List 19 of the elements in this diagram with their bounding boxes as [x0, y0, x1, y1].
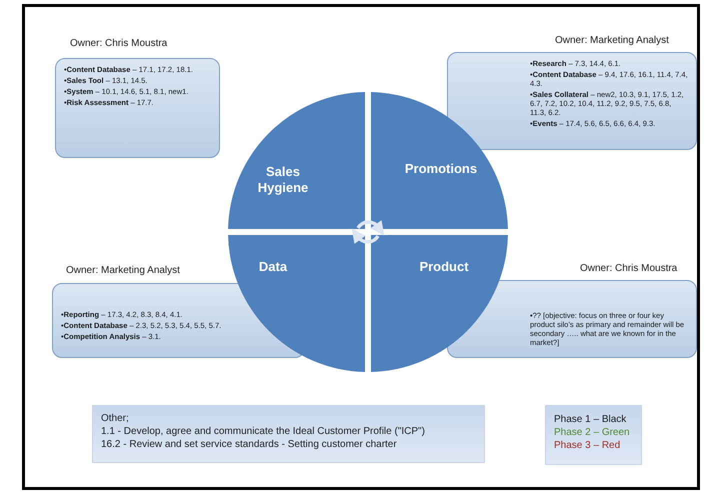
owner-label: Owner: Chris Moustra [580, 263, 678, 274]
note-text: 1.1 - Develop, agree and communicate the Ideal Customer Profile ("ICP") [101, 425, 426, 438]
legend-entry: Phase 3 – Red [554, 439, 622, 452]
curved-arrow [356, 220, 385, 236]
legend-entry: Phase 2 – Green [554, 426, 631, 439]
note-text: 16.2 - Review and set service standards - Setting customer charter [101, 438, 398, 451]
segment-title: Sales Hygiene [256, 164, 310, 196]
curved-arrow [351, 228, 380, 244]
owner-label: Owner: Chris Moustra [70, 38, 168, 49]
segment-title: Data [258, 259, 288, 275]
segment-title: Promotions [404, 161, 478, 177]
legend-entry: Phase 1 – Black [554, 413, 628, 426]
content-panel [55, 58, 220, 158]
owner-label: Owner: Marketing Analyst [555, 35, 669, 46]
note-text: Other; [101, 412, 130, 425]
owner-label: Owner: Marketing Analyst [66, 265, 180, 276]
note-panel [92, 405, 485, 463]
content-panel [447, 52, 697, 150]
segment-title: Product [418, 259, 470, 275]
